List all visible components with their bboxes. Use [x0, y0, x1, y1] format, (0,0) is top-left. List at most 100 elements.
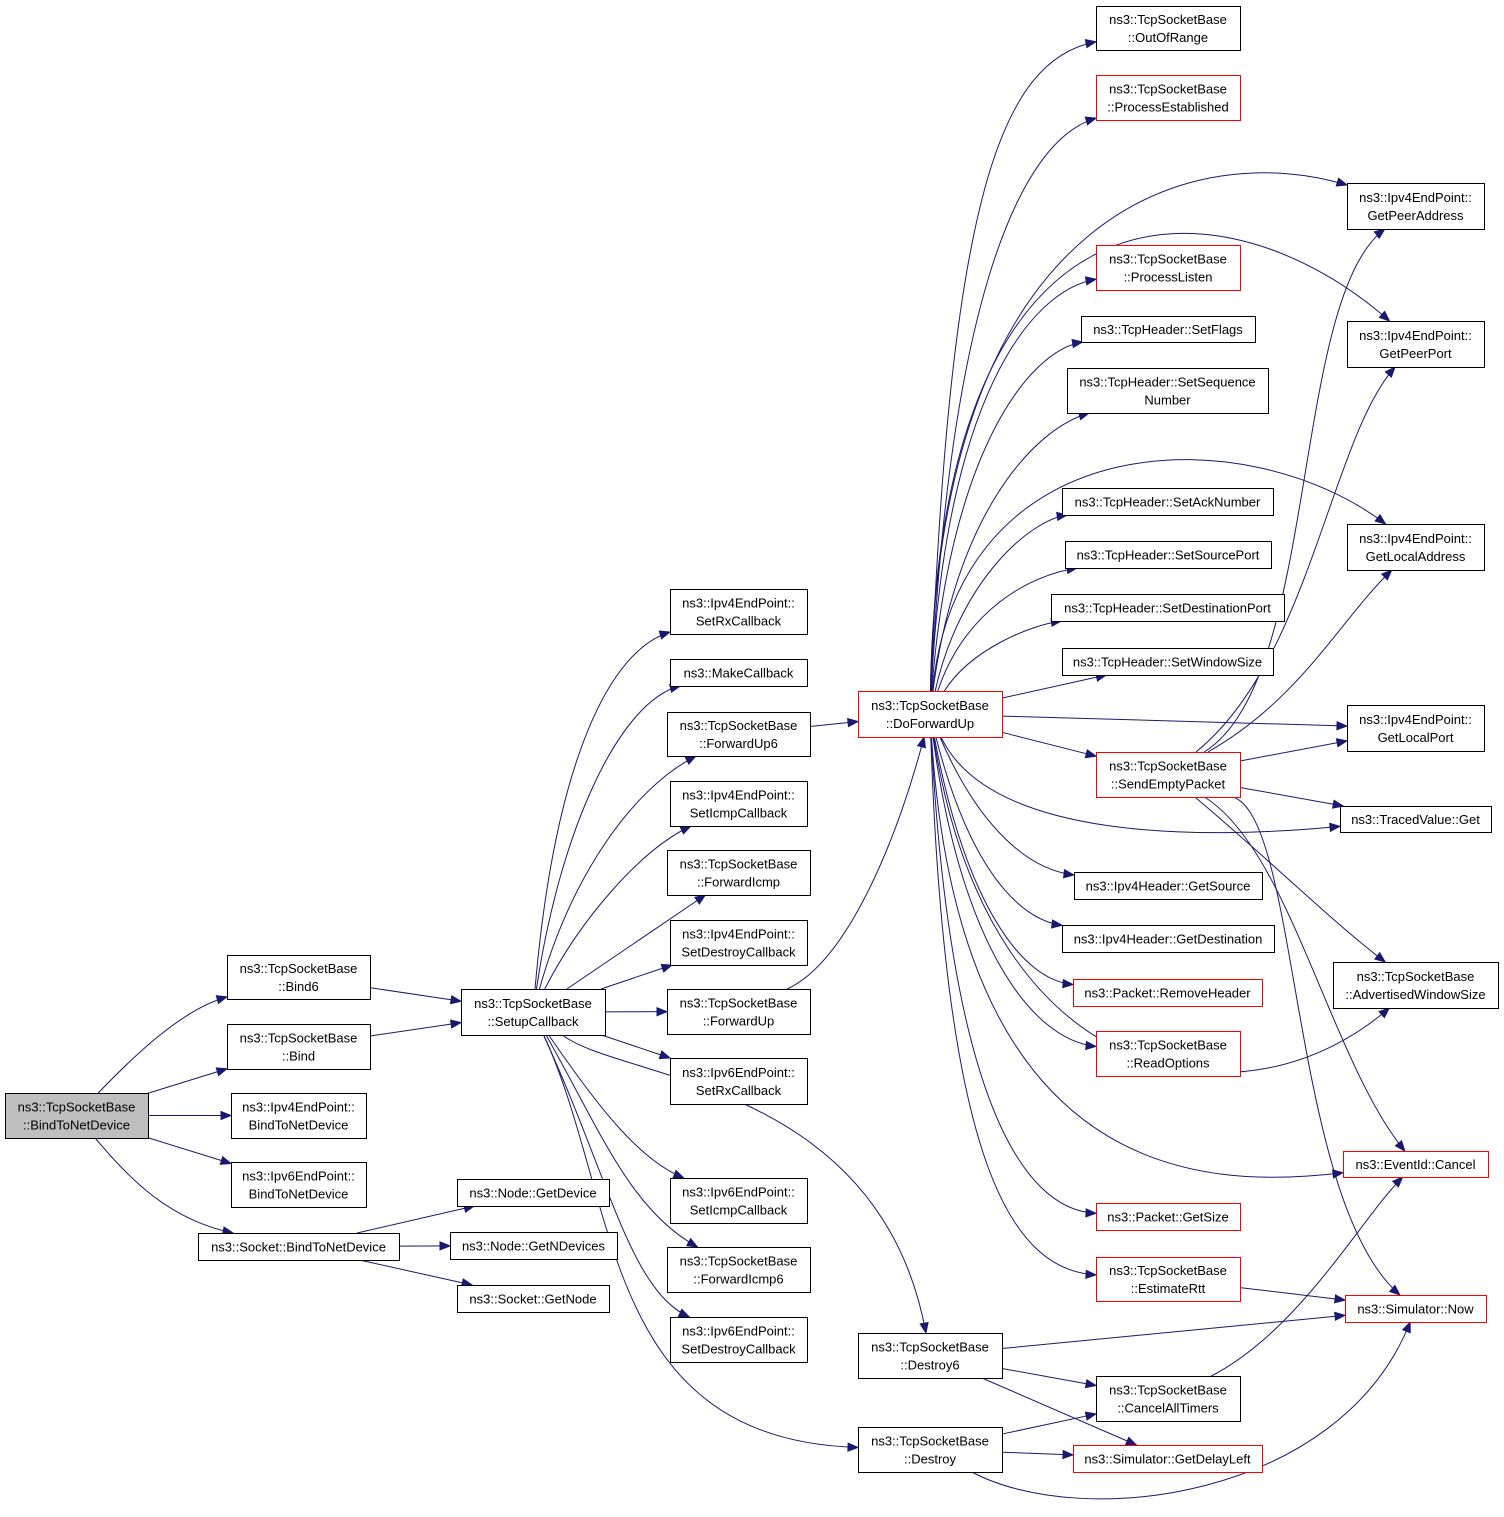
node-label-line: Number	[1144, 393, 1191, 408]
node-setack[interactable]: ns3::TcpHeader::SetAckNumber	[1062, 488, 1274, 516]
node-ipv4bind[interactable]: ns3::Ipv4EndPoint::BindToNetDevice	[231, 1093, 367, 1139]
node-procest[interactable]: ns3::TcpSocketBase::ProcessEstablished	[1096, 75, 1241, 121]
node-label-line: ns3::TcpHeader::SetWindowSize	[1073, 655, 1262, 670]
call-edge-destroy-to-getdelay	[1001, 1449, 1075, 1460]
edge-line	[940, 736, 1341, 834]
node-ipv6bind[interactable]: ns3::Ipv6EndPoint::BindToNetDevice	[231, 1162, 367, 1208]
node-label-line: GetPeerPort	[1379, 346, 1452, 361]
node-cancel[interactable]: ns3::EventId::Cancel	[1343, 1151, 1489, 1178]
node-peeraddr[interactable]: ns3::Ipv4EndPoint::GetPeerAddress	[1347, 183, 1485, 230]
node-proclisten[interactable]: ns3::TcpSocketBase::ProcessListen	[1096, 245, 1241, 291]
node-label-line: SetDestroyCallback	[681, 1342, 796, 1357]
edge-line	[1211, 1176, 1403, 1377]
node-setflags[interactable]: ns3::TcpHeader::SetFlags	[1081, 316, 1256, 343]
node-localport[interactable]: ns3::Ipv4EndPoint::GetLocalPort	[1347, 705, 1485, 752]
node-v6setdestroy[interactable]: ns3::Ipv6EndPoint::SetDestroyCallback	[670, 1317, 808, 1363]
node-destroy[interactable]: ns3::TcpSocketBase::Destroy	[858, 1427, 1003, 1473]
node-estrtt[interactable]: ns3::TcpSocketBase::EstimateRtt	[1096, 1257, 1241, 1302]
node-fwdup6[interactable]: ns3::TcpSocketBase::ForwardUp6	[667, 712, 811, 757]
node-sendempty[interactable]: ns3::TcpSocketBase::SendEmptyPacket	[1096, 752, 1241, 798]
node-box	[1067, 368, 1269, 414]
node-sockgetnode[interactable]: ns3::Socket::GetNode	[457, 1285, 610, 1313]
call-edge-sendempty-to-advwin	[1194, 796, 1387, 963]
node-makecb[interactable]: ns3::MakeCallback	[670, 659, 808, 687]
node-v6seticmp[interactable]: ns3::Ipv6EndPoint::SetIcmpCallback	[670, 1178, 808, 1224]
call-edge-sendempty-to-tracedget	[1239, 786, 1345, 809]
node-box	[1345, 1295, 1487, 1323]
node-box	[227, 955, 371, 1000]
node-label-line: ns3::TcpSocketBase	[18, 1100, 136, 1115]
node-sockbind[interactable]: ns3::Socket::BindToNetDevice	[198, 1233, 400, 1261]
node-removehdr[interactable]: ns3::Packet::RemoveHeader	[1073, 979, 1263, 1007]
node-label-line: ::ProcessListen	[1124, 270, 1213, 285]
node-label-line: ns3::TcpSocketBase	[680, 1254, 798, 1269]
node-destroy6[interactable]: ns3::TcpSocketBase::Destroy6	[858, 1333, 1003, 1379]
node-v4seticmp[interactable]: ns3::Ipv4EndPoint::SetIcmpCallback	[670, 781, 808, 827]
node-readopts[interactable]: ns3::TcpSocketBase::ReadOptions	[1096, 1031, 1241, 1077]
node-setwin[interactable]: ns3::TcpHeader::SetWindowSize	[1062, 648, 1274, 676]
node-label-line: ns3::TcpHeader::SetSequence	[1079, 375, 1255, 390]
node-v4getdst[interactable]: ns3::Ipv4Header::GetDestination	[1062, 925, 1275, 953]
node-label-line: GetLocalPort	[1378, 730, 1454, 745]
node-box	[1347, 321, 1485, 368]
node-box	[1333, 962, 1499, 1009]
node-now[interactable]: ns3::Simulator::Now	[1345, 1295, 1487, 1323]
node-nodegetndev[interactable]: ns3::Node::GetNDevices	[450, 1232, 618, 1260]
node-setupcb[interactable]: ns3::TcpSocketBase::SetupCallback	[461, 989, 606, 1036]
node-box	[1340, 806, 1492, 833]
node-v4getsrc[interactable]: ns3::Ipv4Header::GetSource	[1074, 872, 1263, 900]
call-edge-sendempty-to-localport	[1239, 738, 1349, 762]
edge-line	[601, 1034, 671, 1059]
edge-line	[929, 232, 1390, 692]
call-edge-fwdup6-to-doforwardup	[809, 717, 860, 728]
node-label-line: ::ReadOptions	[1126, 1056, 1210, 1071]
node-advwin[interactable]: ns3::TcpSocketBase::AdvertisedWindowSize	[1333, 962, 1499, 1009]
node-bind6[interactable]: ns3::TcpSocketBase::Bind6	[227, 955, 371, 1000]
edge-line	[1239, 740, 1348, 762]
edge-line	[1233, 796, 1401, 1296]
call-edge-setupcb-to-fwdicmp	[566, 894, 707, 990]
call-edge-doforwardup-to-setdstport	[943, 617, 1063, 692]
arrowhead-icon	[1380, 569, 1393, 581]
node-bind[interactable]: ns3::TcpSocketBase::Bind	[227, 1024, 371, 1070]
node-setdstport[interactable]: ns3::TcpHeader::SetDestinationPort	[1051, 594, 1285, 622]
edge-line	[931, 459, 1386, 692]
node-v6setrx[interactable]: ns3::Ipv6EndPoint::SetRxCallback	[670, 1058, 808, 1105]
edge-line	[930, 736, 1344, 1178]
node-nodegetdev[interactable]: ns3::Node::GetDevice	[457, 1179, 610, 1207]
node-box	[1096, 1376, 1241, 1422]
node-box	[1062, 925, 1275, 953]
node-doforwardup[interactable]: ns3::TcpSocketBase::DoForwardUp	[858, 691, 1003, 738]
node-v4setdestroy[interactable]: ns3::Ipv4EndPoint::SetDestroyCallback	[670, 920, 808, 966]
arrowhead-icon	[1388, 1284, 1401, 1296]
node-v4setrx[interactable]: ns3::Ipv4EndPoint::SetRxCallback	[670, 589, 808, 635]
edge-line	[147, 1068, 228, 1094]
node-fwdicmp[interactable]: ns3::TcpSocketBase::ForwardIcmp	[667, 850, 811, 896]
node-outofrange[interactable]: ns3::TcpSocketBase::OutOfRange	[1096, 6, 1241, 51]
node-label-line: GetPeerAddress	[1367, 208, 1464, 223]
node-label-line: ns3::TcpSocketBase	[1109, 759, 1227, 774]
node-getdelay[interactable]: ns3::Simulator::GetDelayLeft	[1073, 1445, 1263, 1473]
arrowhead-icon	[215, 995, 229, 1005]
node-label-line: ns3::Ipv4Header::GetSource	[1086, 879, 1251, 894]
node-fwdicmp6[interactable]: ns3::TcpSocketBase::ForwardIcmp6	[667, 1247, 811, 1293]
node-localaddr[interactable]: ns3::Ipv4EndPoint::GetLocalAddress	[1347, 524, 1485, 571]
node-getsize[interactable]: ns3::Packet::GetSize	[1096, 1203, 1241, 1231]
node-label-line: ns3::TcpSocketBase	[680, 857, 798, 872]
edge-line	[357, 1205, 475, 1234]
call-edge-doforwardup-to-peeraddr	[929, 172, 1349, 692]
node-peerport[interactable]: ns3::Ipv4EndPoint::GetPeerPort	[1347, 321, 1485, 368]
call-edge-setupcb-to-v4setdestroy	[600, 963, 674, 990]
node-fwdup[interactable]: ns3::TcpSocketBase::ForwardUp	[667, 989, 811, 1035]
arrowhead-icon	[1384, 365, 1396, 378]
arrowhead-icon	[1084, 1411, 1098, 1421]
node-setsrcport[interactable]: ns3::TcpHeader::SetSourcePort	[1065, 541, 1272, 569]
node-box	[670, 589, 808, 635]
node-label-line: ns3::TcpSocketBase	[240, 961, 358, 976]
node-tracedget[interactable]: ns3::TracedValue::Get	[1340, 806, 1492, 833]
node-cancelall[interactable]: ns3::TcpSocketBase::CancelAllTimers	[1096, 1376, 1241, 1422]
node-box	[1065, 541, 1272, 569]
arrowhead-icon	[916, 735, 927, 749]
node-box	[1096, 6, 1241, 51]
